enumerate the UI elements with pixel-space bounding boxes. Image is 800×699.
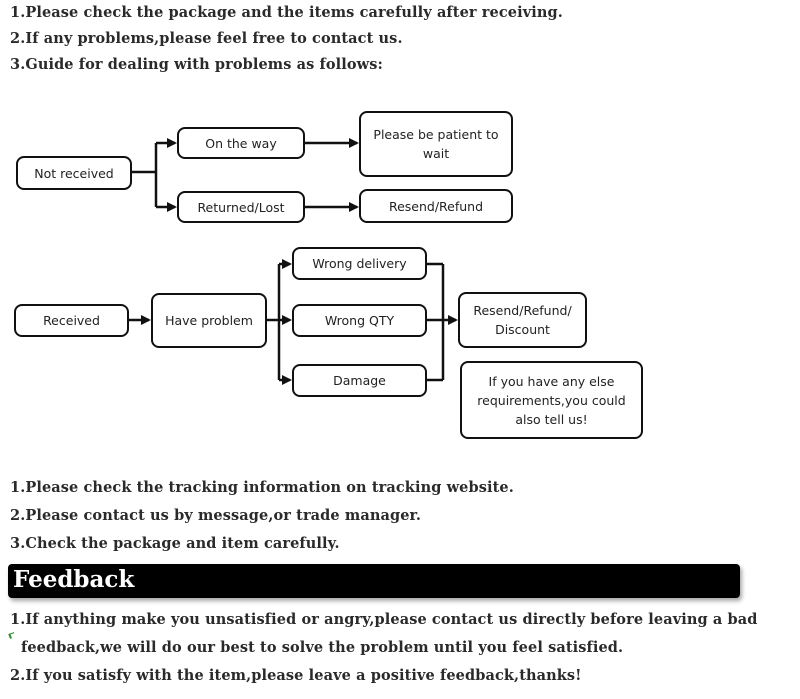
intro-line-3: 3.Guide for dealing with problems as fol… xyxy=(10,56,383,73)
node-other-requirements: If you have any else requirements,you co… xyxy=(460,361,643,439)
node-not-received: Not received xyxy=(16,156,132,190)
node-received: Received xyxy=(14,304,129,337)
node-have-problem: Have problem xyxy=(151,293,267,348)
tip-line-3: 3.Check the package and item carefully. xyxy=(10,535,340,552)
node-be-patient: Please be patient to wait xyxy=(359,111,513,177)
tip-line-2: 2.Please contact us by message,or trade … xyxy=(10,507,422,524)
node-on-the-way: On the way xyxy=(177,127,305,159)
feedback-line-1: 1.If anything make you unsatisfied or an… xyxy=(10,611,758,628)
feedback-title: Feedback xyxy=(13,566,135,593)
feedback-line-2: feedback,we will do our best to solve th… xyxy=(21,639,624,656)
node-resend-refund-discount: Resend/Refund/ Discount xyxy=(458,292,587,348)
feedback-header: Feedback xyxy=(8,564,740,598)
node-resend-refund: Resend/Refund xyxy=(359,189,513,223)
tip-line-1: 1.Please check the tracking information … xyxy=(10,479,514,496)
node-wrong-qty: Wrong QTY xyxy=(292,304,427,337)
feedback-line-3: 2.If you satisfy with the item,please le… xyxy=(10,667,582,684)
node-damage: Damage xyxy=(292,364,427,397)
intro-line-2: 2.If any problems,please feel free to co… xyxy=(10,30,403,47)
node-returned-lost: Returned/Lost xyxy=(177,191,305,223)
tick-mark-icon xyxy=(8,632,16,639)
node-wrong-delivery: Wrong delivery xyxy=(292,247,427,280)
intro-line-1: 1.Please check the package and the items… xyxy=(10,4,563,21)
flow-connectors xyxy=(128,138,458,385)
